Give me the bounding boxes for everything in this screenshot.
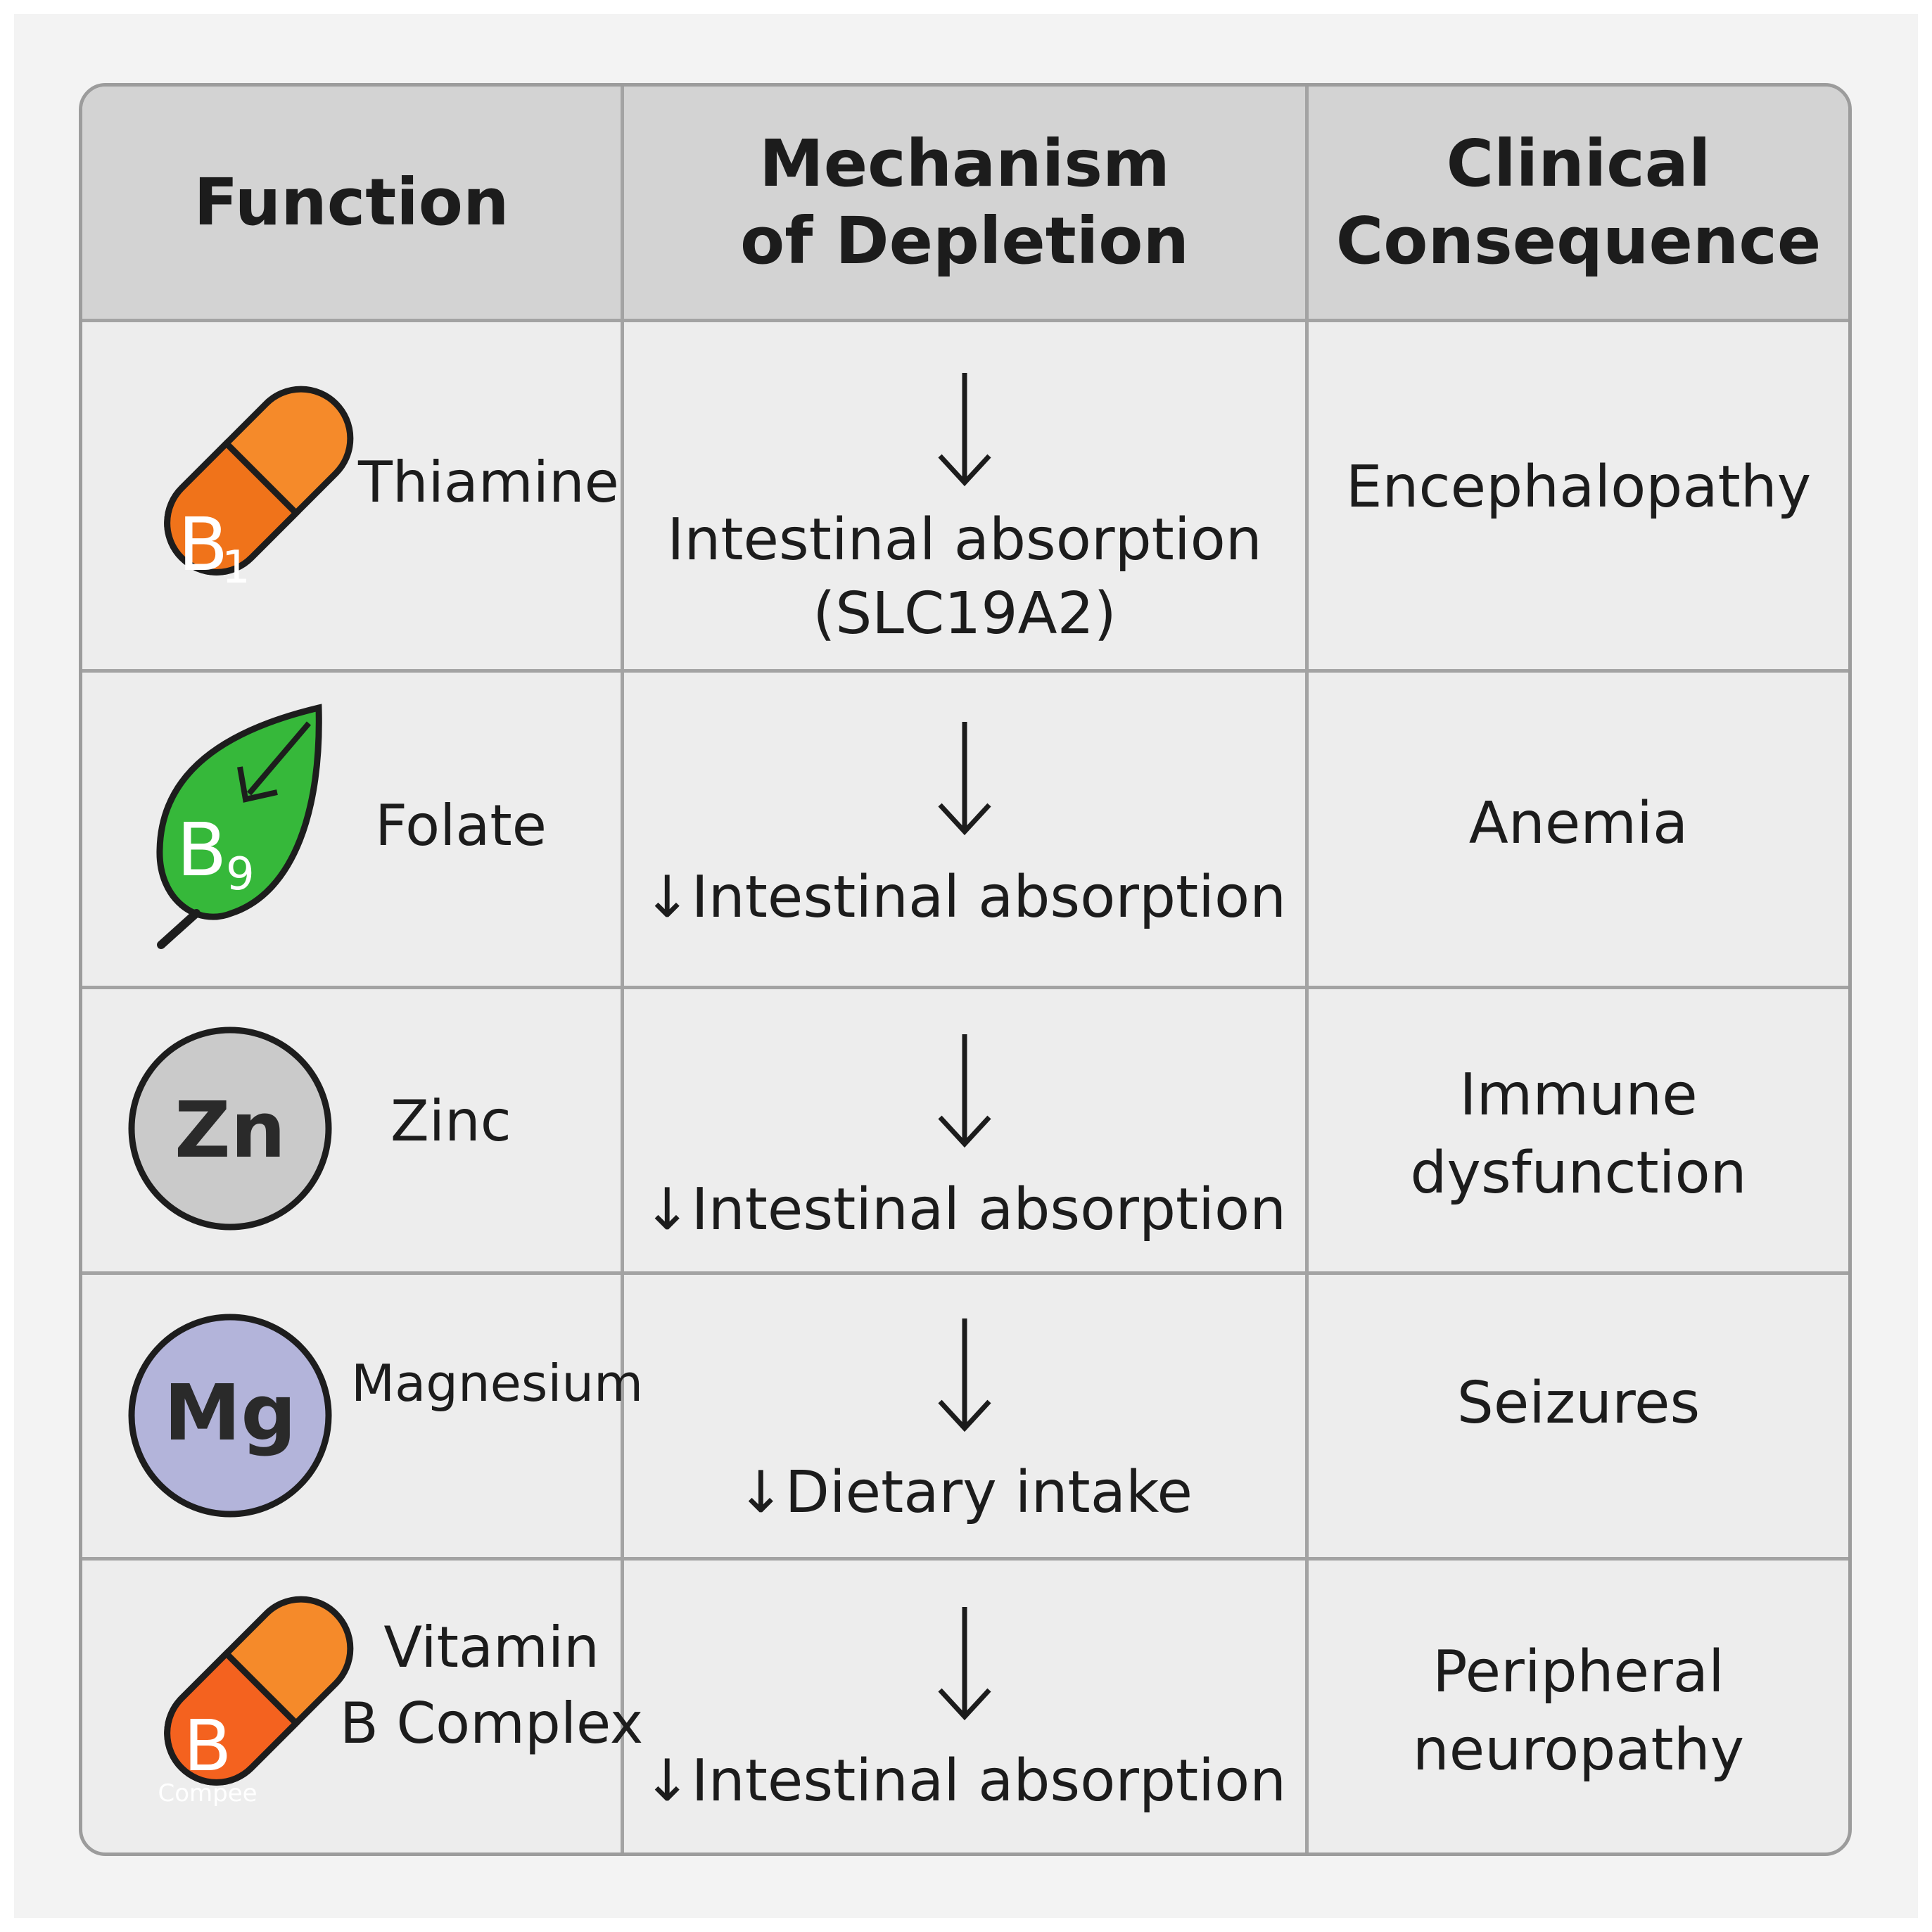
table-row: Mg Magnesium ↓Dietary intake Seizures (82, 1271, 1848, 1557)
mechanism-line2: (SLC19A2) (813, 580, 1117, 647)
coin-icon: Zn (128, 1027, 332, 1231)
capsule-label: B (184, 1705, 232, 1787)
leaf-label: B (177, 807, 227, 893)
nutrient-name: Zinc (390, 1088, 511, 1154)
function-cell: B Compee Vitamin B Complex (82, 1561, 643, 1852)
down-arrow-icon (938, 373, 991, 487)
mechanism-text: Intestinal absorption (SLC19A2) (624, 504, 1305, 652)
header-mechanism: Mechanism of Depletion (624, 87, 1309, 319)
down-arrow-icon (938, 1318, 991, 1432)
table-row: B 1 Thiamine Intestinal absorption (SLC1… (82, 319, 1848, 669)
mechanism-cell: Intestinal absorption (SLC19A2) (624, 322, 1309, 669)
function-cell: B 9 Folate (82, 673, 624, 986)
table-row: B Compee Vitamin B Complex ↓Intestinal a… (82, 1557, 1848, 1852)
function-cell: Mg Magnesium (82, 1275, 643, 1557)
mechanism-text: ↓Dietary intake (737, 1459, 1193, 1526)
leaf-icon: B 9 (156, 704, 322, 949)
header-mechanism-line1: Mechanism (759, 125, 1170, 201)
consequence-cell: Peripheral neuropathy (1309, 1561, 1848, 1852)
mechanism-text: ↓Intestinal absorption (642, 1176, 1287, 1243)
header-function: Function (82, 87, 624, 319)
down-arrow-icon (938, 1607, 991, 1721)
header-mechanism-line2: of Depletion (739, 203, 1190, 279)
nutrient-name: Magnesium (351, 1354, 644, 1413)
consequence-line1: Peripheral (1432, 1639, 1724, 1705)
mechanism-line1: Intestinal absorption (667, 507, 1262, 573)
header-row: Function Mechanism of Depletion Clinical… (82, 87, 1848, 319)
consequence-cell: Seizures (1309, 1275, 1848, 1557)
capsule-sub-label: 1 (222, 542, 250, 594)
function-cell: B 1 Thiamine (82, 322, 624, 669)
table-row: B 9 Folate ↓Intestinal absorption Anemia (82, 669, 1848, 986)
mechanism-text: ↓Intestinal absorption (642, 1748, 1287, 1815)
canvas: Function Mechanism of Depletion Clinical… (14, 14, 1918, 1918)
consequence-text: Anemia (1468, 790, 1689, 857)
mechanism-text: ↓Intestinal absorption (642, 864, 1287, 931)
table-row: Zn Zinc ↓Intestinal absorption Immune dy… (82, 986, 1848, 1271)
consequence-line1: Immune (1459, 1062, 1698, 1129)
coin-icon: Mg (128, 1314, 332, 1518)
nutrient-name: Vitamin B Complex (340, 1610, 643, 1762)
mechanism-cell: ↓Intestinal absorption (624, 989, 1309, 1271)
nutrient-name: Thiamine (358, 450, 619, 515)
nutrient-name-line2: B Complex (340, 1691, 644, 1756)
capsule-icon: B Compee (158, 1596, 354, 1807)
mechanism-cell: ↓Intestinal absorption (624, 673, 1309, 986)
header-consequence: Clinical Consequence (1309, 87, 1848, 319)
consequence-line2: dysfunction (1410, 1139, 1747, 1207)
header-consequence-line1: Clinical (1446, 125, 1711, 201)
mechanism-cell: ↓Dietary intake (624, 1275, 1309, 1557)
consequence-line2: neuropathy (1412, 1716, 1745, 1784)
coin-label: Mg (164, 1368, 296, 1458)
nutrient-name-line1: Vitamin (383, 1615, 599, 1680)
consequence-cell: Anemia (1309, 673, 1848, 986)
mechanism-cell: ↓Intestinal absorption (624, 1561, 1309, 1852)
down-arrow-icon (938, 1034, 991, 1148)
capsule-icon: B 1 (164, 386, 354, 594)
header-consequence-line2: Consequence (1335, 203, 1822, 279)
down-arrow-icon (938, 722, 991, 836)
capsule-label: B (178, 502, 228, 587)
consequence-cell: Encephalopathy (1309, 322, 1848, 669)
function-cell: Zn Zinc (82, 989, 624, 1271)
consequence-cell: Immune dysfunction (1309, 989, 1848, 1271)
nutrient-depletion-table: Function Mechanism of Depletion Clinical… (79, 83, 1852, 1856)
capsule-sub-label: Compee (158, 1779, 257, 1807)
consequence-text: Seizures (1456, 1370, 1701, 1437)
header-function-label: Function (193, 164, 509, 240)
leaf-sub-label: 9 (226, 849, 255, 901)
coin-label: Zn (174, 1085, 286, 1175)
nutrient-name: Folate (375, 793, 547, 858)
consequence-text: Encephalopathy (1345, 454, 1812, 521)
